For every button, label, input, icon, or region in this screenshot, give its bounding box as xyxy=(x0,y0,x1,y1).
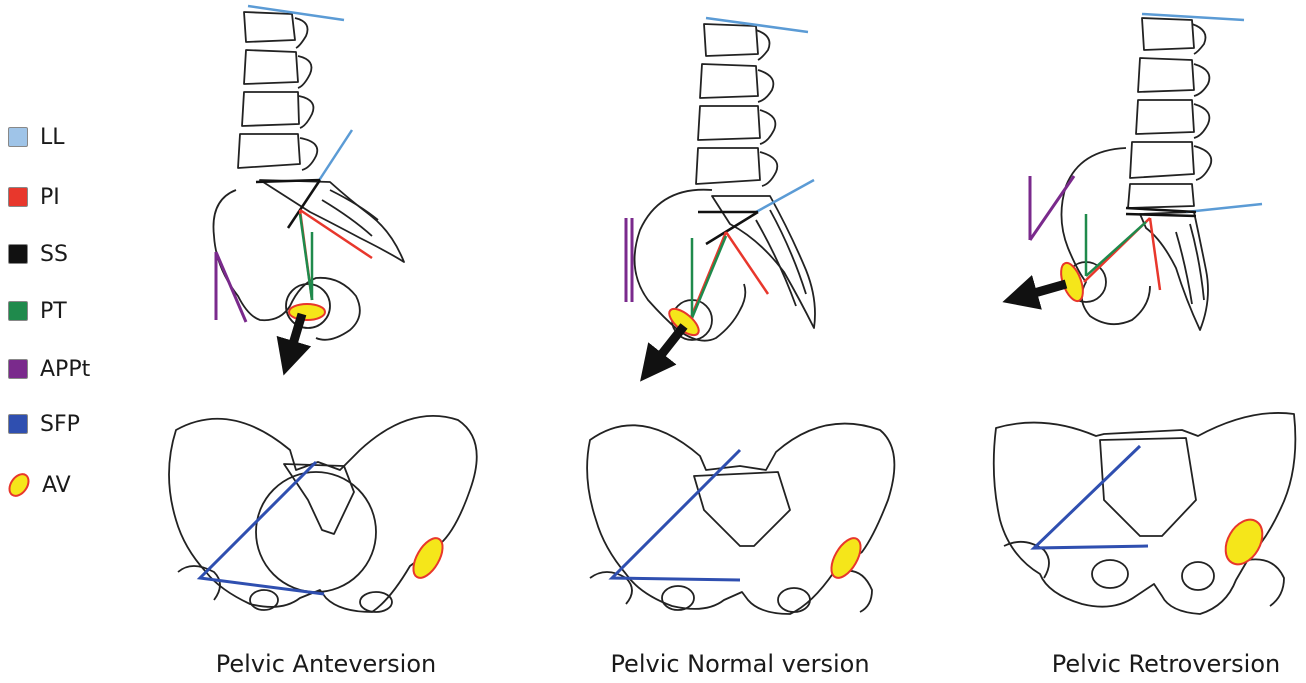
av-ellipse xyxy=(288,303,326,321)
sfp-line xyxy=(196,460,325,596)
vertebra xyxy=(695,147,761,185)
sacrum xyxy=(1139,211,1209,331)
pelvis-outline xyxy=(586,422,896,615)
legend-swatch-pi xyxy=(8,187,28,207)
legend-swatch-av xyxy=(8,473,30,497)
panel-anteversion xyxy=(168,4,478,613)
ap-view-normal xyxy=(586,422,896,615)
legend-label-pi: PI xyxy=(40,184,60,210)
vertebra xyxy=(243,11,296,43)
legend-label-av: AV xyxy=(42,472,71,498)
appt-line xyxy=(214,251,248,323)
acetabular-direction-arrow xyxy=(276,312,312,376)
ss-line xyxy=(1125,212,1197,218)
legend-swatch-ll xyxy=(8,127,28,147)
pt-line xyxy=(690,235,728,319)
caption-anteversion: Pelvic Anteversion xyxy=(215,650,437,678)
pi-line xyxy=(724,231,770,295)
pi-line xyxy=(1148,217,1162,291)
ll-line xyxy=(1185,202,1263,214)
ll-line xyxy=(755,178,815,214)
acetabular-direction-arrow xyxy=(640,323,688,382)
av-ellipse xyxy=(1224,518,1264,566)
appt-line xyxy=(1028,175,1076,241)
panel-normal-version xyxy=(586,16,896,615)
legend-item-pt: PT xyxy=(8,296,67,326)
ap-view-retroversion xyxy=(992,412,1297,615)
pi-line xyxy=(299,208,373,260)
vertebra xyxy=(1137,57,1195,93)
legend-item-ss: SS xyxy=(8,239,68,269)
legend-label-appt: APPt xyxy=(40,356,91,382)
legend-swatch-ss xyxy=(8,244,28,264)
legend-label-ll: LL xyxy=(40,124,65,150)
ss-line xyxy=(255,178,321,184)
pt-line xyxy=(298,213,314,301)
sfp-line xyxy=(608,448,742,582)
legend-label-pt: PT xyxy=(40,298,67,324)
vertebra xyxy=(1141,17,1195,51)
ll-line xyxy=(247,4,345,22)
femoral-head xyxy=(285,283,331,329)
acetabular-direction-arrow xyxy=(1002,274,1068,310)
caption-retroversion: Pelvic Retroversion xyxy=(1051,650,1281,678)
vertebra xyxy=(697,105,761,141)
legend-item-av: AV xyxy=(8,470,71,500)
legend-item-pi: PI xyxy=(8,182,60,212)
ss-line xyxy=(1125,206,1197,214)
sacrum xyxy=(693,471,791,547)
ilium-outline xyxy=(212,189,361,341)
pelvis-outline xyxy=(168,414,478,613)
sacrum xyxy=(283,463,355,535)
legend-item-sfp: SFP xyxy=(8,409,80,439)
legend-label-sfp: SFP xyxy=(40,411,80,437)
sacrum xyxy=(1099,437,1197,537)
ilium-outline xyxy=(633,188,747,342)
vertebra xyxy=(1135,99,1195,135)
legend-swatch-sfp xyxy=(8,414,28,434)
pelvis-outline xyxy=(992,412,1297,615)
legend-label-ss: SS xyxy=(40,241,68,267)
legend-item-appt: APPt xyxy=(8,354,90,384)
vertebra xyxy=(241,91,300,127)
ap-view-anteversion xyxy=(168,414,478,613)
legend-swatch-pt xyxy=(8,301,28,321)
lateral-view-retroversion xyxy=(1060,17,1213,331)
pt-line xyxy=(1085,221,1147,277)
lateral-view-anteversion xyxy=(212,11,405,341)
av-ellipse xyxy=(830,537,862,579)
ss-line xyxy=(705,210,759,246)
sfp-line xyxy=(1030,444,1149,550)
av-ellipse xyxy=(412,537,444,579)
ll-line xyxy=(1141,12,1245,22)
vertebra xyxy=(699,63,759,99)
legend-swatch-appt xyxy=(8,359,28,379)
panel-retroversion xyxy=(992,12,1297,615)
vertebra xyxy=(1129,141,1195,179)
vertebra xyxy=(1127,183,1195,209)
sacrum xyxy=(711,195,816,329)
vertebra xyxy=(703,23,759,57)
ll-line xyxy=(316,129,354,183)
ss-line xyxy=(286,179,322,229)
lateral-view-normal xyxy=(633,23,816,342)
sacrum xyxy=(259,179,405,263)
vertebra xyxy=(237,133,301,169)
legend-item-ll: LL xyxy=(8,122,65,152)
vertebra xyxy=(243,49,299,85)
ll-line xyxy=(705,16,809,34)
caption-normal-version: Pelvic Normal version xyxy=(610,650,870,678)
